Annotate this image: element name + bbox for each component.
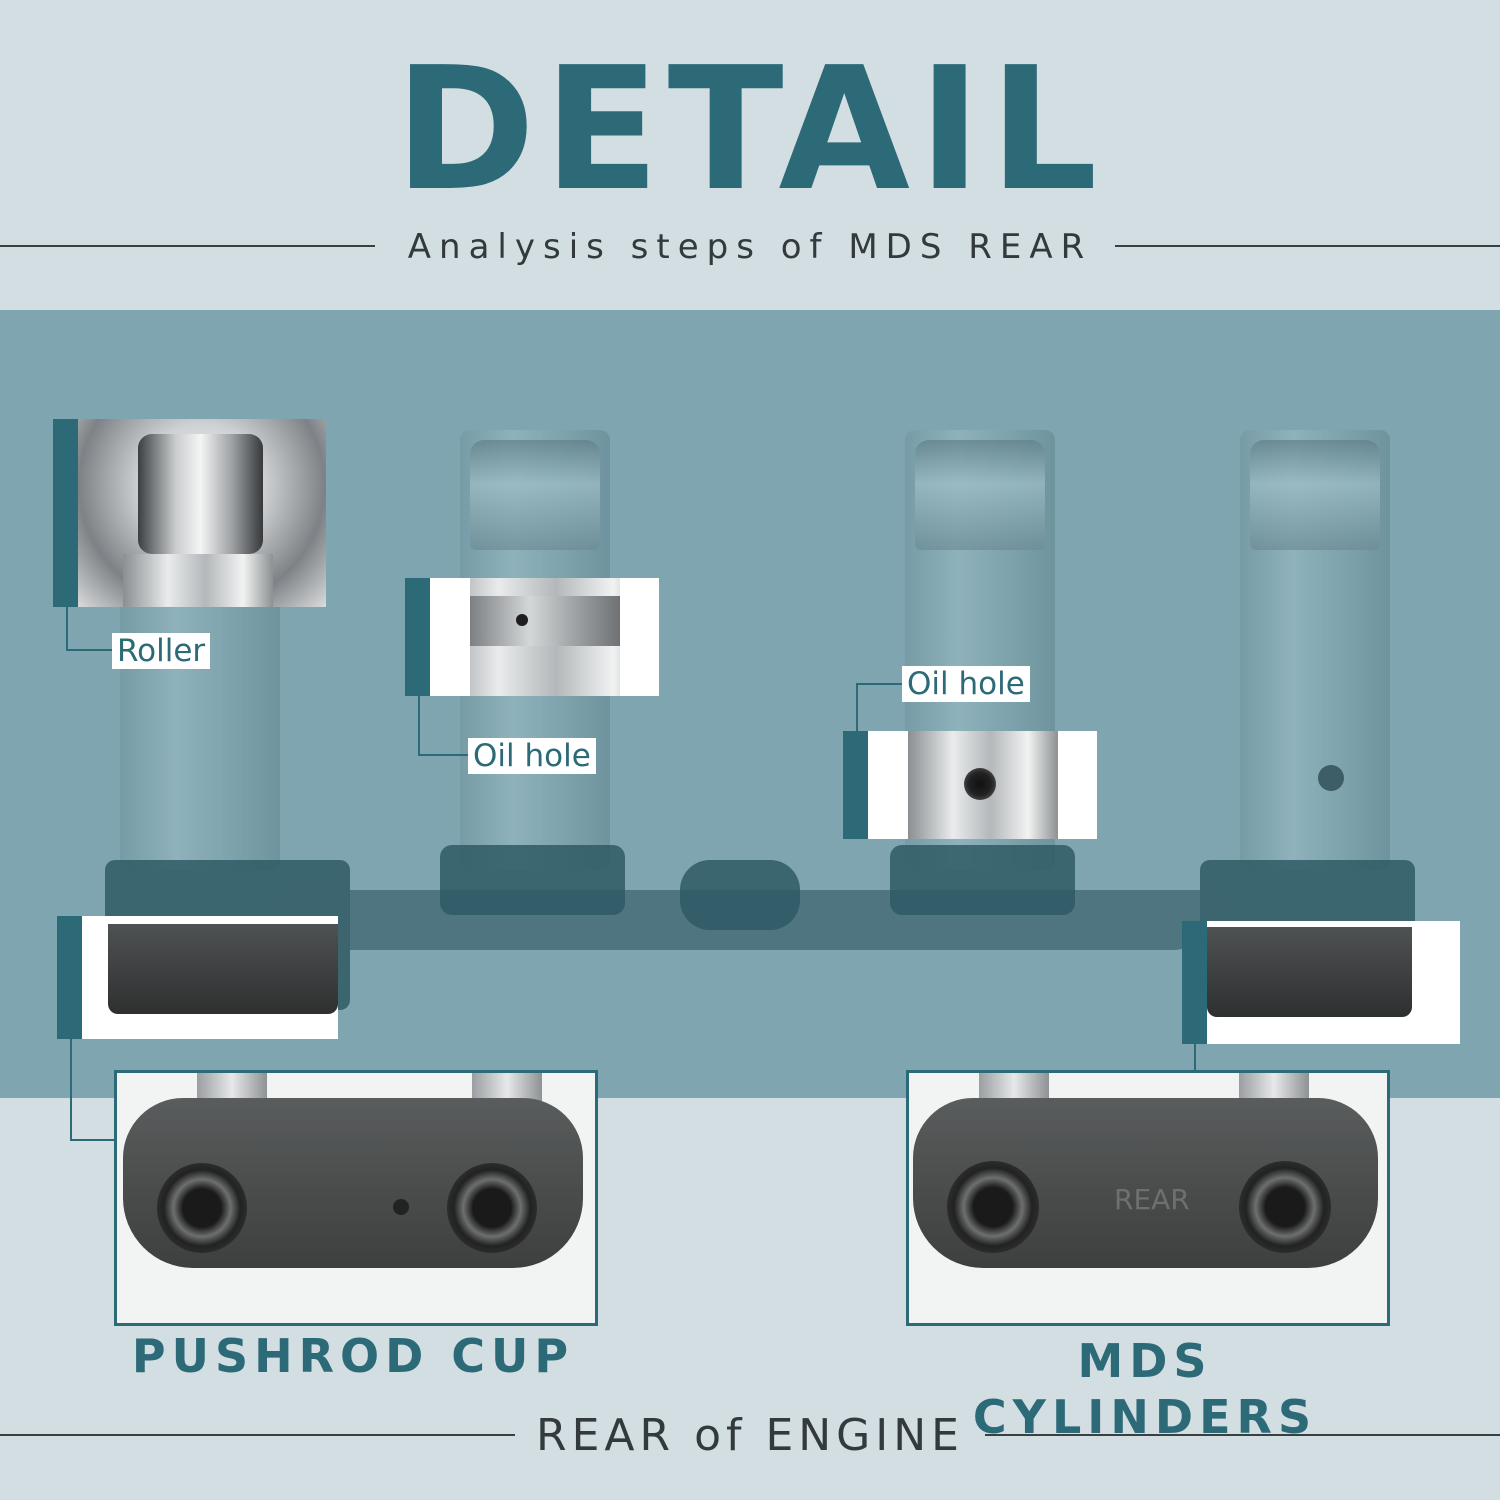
oil-hole-left-leader	[418, 696, 470, 756]
base-left-leader	[70, 1039, 114, 1141]
footer-rule-right	[985, 1434, 1500, 1436]
footer-text: REAR of ENGINE	[536, 1410, 964, 1461]
oil-hole-left-right-bg	[620, 578, 659, 696]
oil-hole-left-closeup	[430, 578, 659, 696]
mds-cylinders-inset: REAR	[906, 1070, 1390, 1326]
base-right-callout-bar	[1182, 921, 1207, 1044]
roller-label: Roller	[112, 633, 211, 669]
base-left-closeup	[82, 916, 338, 1039]
oil-hole-left-ring	[470, 596, 620, 646]
lifter-4-roller	[1250, 440, 1380, 550]
lifter-2-roller	[470, 440, 600, 550]
base-right-closeup	[1207, 921, 1460, 1044]
base-left-block	[108, 924, 338, 1014]
oil-hole-right-label: Oil hole	[902, 666, 1030, 702]
center-bolt	[680, 860, 800, 930]
pushrod-cup-left	[157, 1163, 247, 1253]
base-right-leader	[1194, 1044, 1198, 1072]
pushrod-center-hole	[393, 1199, 409, 1215]
footer-rule-left	[0, 1434, 515, 1436]
oil-hole-left-dot	[516, 614, 528, 626]
subtitle-rule-left	[0, 245, 375, 247]
rear-stamp: REAR	[1114, 1183, 1190, 1216]
mds-cylinder-left	[947, 1161, 1039, 1253]
roller-callout-bar	[53, 419, 78, 607]
oil-hole-left-left-bg	[430, 578, 470, 696]
page-subtitle: Analysis steps of MDS REAR	[407, 227, 1093, 267]
page-title: DETAIL	[394, 31, 1106, 229]
pushrod-cup-inset	[114, 1070, 598, 1326]
pushrod-cup-caption: PUSHROD CUP	[131, 1329, 575, 1383]
base-right-block	[1207, 927, 1412, 1017]
lifter-cup-2	[440, 845, 625, 915]
roller-body	[123, 554, 273, 607]
oil-hole-marker	[1318, 765, 1344, 791]
oil-hole-right-dot	[964, 768, 996, 800]
lifter-cup-3	[890, 845, 1075, 915]
roller-leader	[66, 607, 112, 651]
mds-cylinders-caption: MDS CYLINDERS	[972, 1334, 1318, 1444]
mds-cylinder-right	[1239, 1161, 1331, 1253]
roller-closeup	[78, 419, 326, 607]
roller-wheel	[138, 434, 263, 554]
oil-hole-left-callout-bar	[405, 578, 430, 696]
subtitle-rule-right	[1115, 245, 1500, 247]
lifter-3-roller	[915, 440, 1045, 550]
base-left-callout-bar	[57, 916, 82, 1039]
oil-hole-right-closeup	[868, 731, 1097, 839]
oil-hole-left-label: Oil hole	[468, 738, 596, 774]
pushrod-cup-right	[447, 1163, 537, 1253]
oil-hole-right-leader	[856, 683, 902, 733]
oil-hole-right-callout-bar	[843, 731, 868, 839]
